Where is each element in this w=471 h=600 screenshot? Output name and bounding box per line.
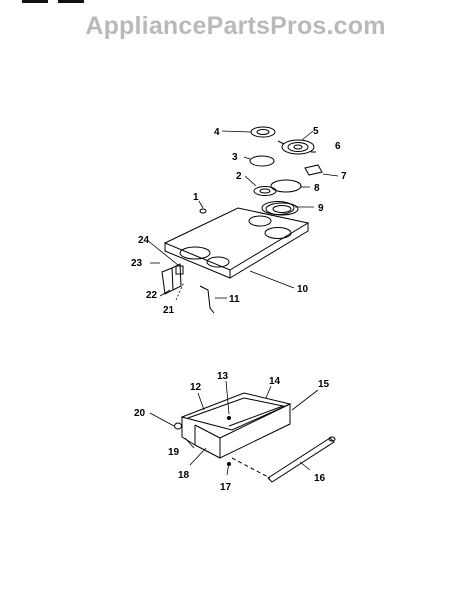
top-edge-mark-right xyxy=(58,0,84,3)
burner-opening-back-left xyxy=(248,215,272,227)
terminal-block xyxy=(304,164,323,176)
callout-6: 6 xyxy=(335,141,341,152)
drip-pan-large xyxy=(261,201,295,215)
drip-pan-small xyxy=(253,186,277,196)
callout-19: 19 xyxy=(168,447,180,458)
callout-11: 11 xyxy=(229,294,240,305)
burner-opening-back-right xyxy=(265,202,299,216)
top-edge-mark-left xyxy=(22,0,48,3)
drawer-front-panel xyxy=(219,403,291,459)
surface-element-small xyxy=(250,126,276,138)
callout-14: 14 xyxy=(269,376,281,387)
callout-20: 20 xyxy=(134,408,146,419)
burner-opening-front-mid xyxy=(206,256,230,268)
callout-15: 15 xyxy=(318,379,330,390)
watermark-logo: AppliancePartsPros.com xyxy=(85,12,386,40)
burner-opening-front-right xyxy=(264,227,292,239)
callout-4: 4 xyxy=(214,127,220,138)
lift-rod-clip xyxy=(175,265,184,275)
callout-12: 12 xyxy=(190,382,202,393)
callout-2: 2 xyxy=(236,171,242,182)
callout-1: 1 xyxy=(193,192,199,203)
callout-22: 22 xyxy=(146,290,158,301)
callout-17: 17 xyxy=(220,482,232,493)
callout-10: 10 xyxy=(297,284,309,295)
cooktop-callouts: 1 2 3 4 5 6 7 8 9 10 11 21 22 23 24 xyxy=(131,126,347,316)
callout-8: 8 xyxy=(314,183,320,194)
drawer-callouts: 12 13 14 15 16 17 18 19 20 xyxy=(134,371,330,493)
callout-21: 21 xyxy=(163,305,175,316)
cooktop-side-edge xyxy=(229,223,309,279)
drawer-roller xyxy=(174,422,182,430)
plug-button xyxy=(199,208,207,214)
support-rod xyxy=(199,285,215,314)
callout-3: 3 xyxy=(232,152,238,163)
callout-7: 7 xyxy=(341,171,347,182)
trim-ring-large xyxy=(270,179,302,193)
drawer-glide-rod xyxy=(267,437,335,483)
callout-16: 16 xyxy=(314,473,326,484)
callout-23: 23 xyxy=(131,258,143,269)
callout-18: 18 xyxy=(178,470,190,481)
callout-13: 13 xyxy=(217,371,229,382)
callout-9: 9 xyxy=(318,203,324,214)
mounting-bracket xyxy=(161,267,174,295)
callout-24: 24 xyxy=(138,235,150,246)
surface-element-large xyxy=(281,139,315,155)
callout-5: 5 xyxy=(313,126,319,137)
burner-opening-front-left xyxy=(179,246,211,260)
trim-ring-small xyxy=(249,155,275,167)
cooktop-top-outline xyxy=(163,207,310,271)
drawer-assembly xyxy=(149,380,336,483)
cooktop-front-edge xyxy=(164,243,231,279)
burner-opening-back-right-inner xyxy=(272,205,292,213)
